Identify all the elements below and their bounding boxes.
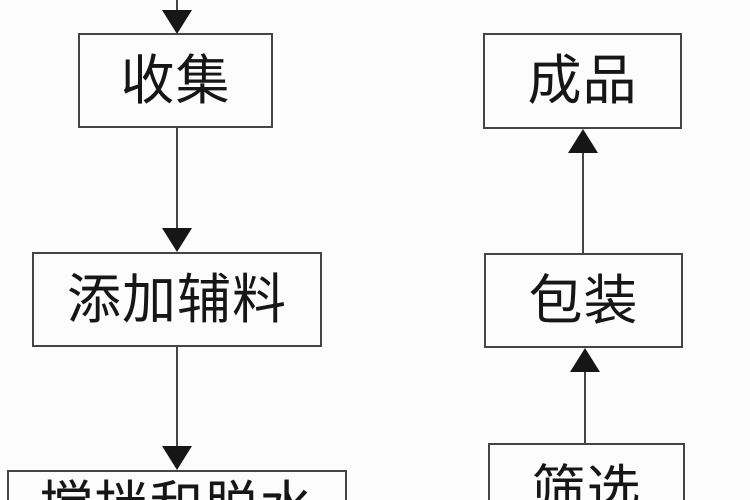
flow-box-collect-label: 收集 (120, 48, 231, 112)
arrow-line (582, 153, 584, 253)
arrow-down-icon (162, 10, 192, 34)
flow-box-packaging-label: 包装 (528, 268, 639, 332)
arrow-up-icon (570, 348, 600, 372)
flow-box-screening-label: 筛选 (531, 458, 642, 500)
arrow-line (176, 128, 178, 230)
arrow-line (584, 372, 586, 443)
flow-box-stir-and-dewater: 搅拌和脱水 (7, 470, 347, 500)
flow-box-finished-product-label: 成品 (527, 49, 638, 112)
flow-box-add-auxiliary-materials: 添加辅料 (32, 252, 322, 347)
arrow-up-icon (568, 129, 598, 153)
arrow-down-icon (162, 446, 192, 470)
arrow-down-icon (162, 228, 192, 252)
flow-box-stir-and-dewater-label: 搅拌和脱水 (40, 472, 315, 500)
flow-box-packaging: 包装 (484, 253, 683, 348)
flow-box-finished-product: 成品 (483, 33, 682, 129)
arrow-line (176, 347, 178, 447)
arrow-line (176, 0, 178, 12)
flow-box-add-auxiliary-materials-label: 添加辅料 (67, 267, 287, 331)
flow-box-screening: 筛选 (488, 443, 685, 500)
flow-box-collect: 收集 (78, 33, 273, 128)
